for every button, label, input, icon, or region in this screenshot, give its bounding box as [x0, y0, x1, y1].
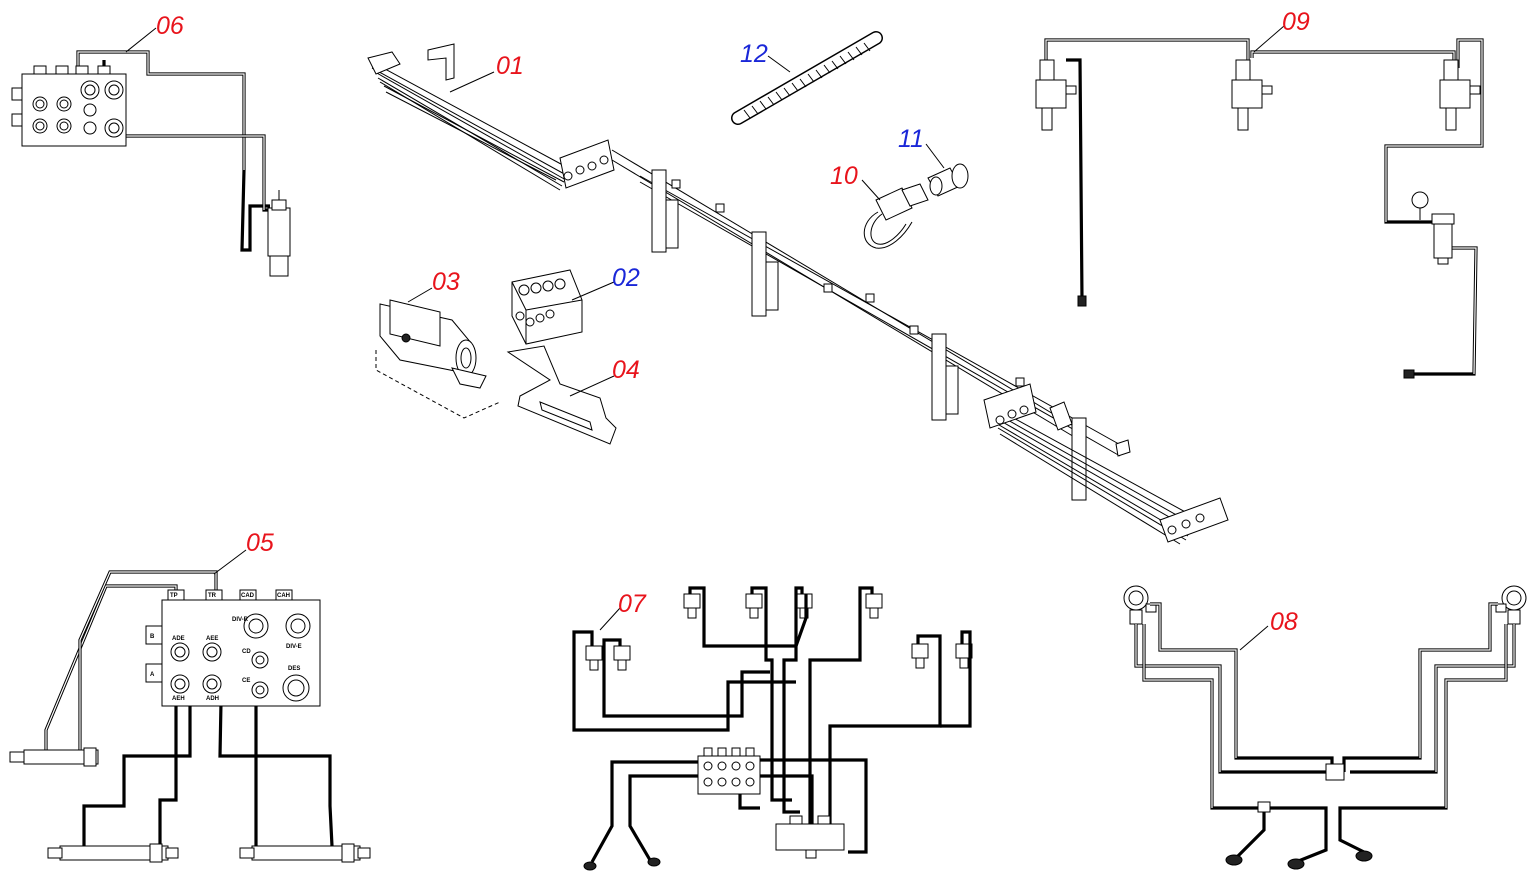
manifold-05-label-tr: TR [208, 593, 217, 599]
solenoid-valve-2 [1231, 59, 1273, 131]
boom-clamps [671, 179, 1025, 387]
boom-hose-bundle-right [983, 383, 1229, 545]
callout-11: 11 [898, 125, 924, 153]
manifold-05-label-aeh: AEH [172, 696, 185, 702]
assembly-05-manifold-cylinders: TP TR CAD CAH ADE AEE DIV-R DIV-E CD AEH… [9, 570, 371, 863]
callout-12: 12 [740, 40, 768, 68]
manifold-05-label-cah: CAH [277, 593, 290, 599]
callout-10: 10 [830, 162, 858, 190]
pump-07 [775, 823, 845, 851]
pressure-gauge [1411, 191, 1429, 220]
cylinder-05-left [9, 747, 99, 767]
callout-09: 09 [1282, 8, 1310, 36]
boom-hose-bundle-left [367, 43, 615, 191]
cylinder-05-bottom-2 [239, 843, 371, 863]
manifold-05-label-cd: CD [242, 649, 251, 655]
callout-04: 04 [612, 356, 640, 384]
callout-leaders [125, 25, 1285, 651]
cylinder-06 [267, 207, 291, 257]
manifold-05-label-aee: AEE [206, 636, 218, 642]
solenoid-08-left [1123, 585, 1157, 625]
boom-hangers [651, 169, 1087, 501]
part-10-coupler-male [863, 183, 929, 249]
assembly-08-solenoids-tee [1123, 585, 1527, 870]
part-12-spiral-wrap [731, 31, 883, 125]
manifold-05-ports [170, 613, 311, 702]
manifold-05-label-ce: CE [242, 678, 250, 684]
callout-02: 02 [612, 264, 640, 292]
assembly-07-distributor-sensors [572, 586, 973, 871]
manifold-05-label-adh: ADH [206, 696, 219, 702]
callout-01: 01 [496, 52, 524, 80]
line-filter [1431, 213, 1455, 265]
assembly-06-manifold-cylinder [11, 50, 291, 277]
part-04-bracket [506, 345, 617, 445]
manifold-05-port-a: A [150, 672, 155, 678]
callout-08: 08 [1270, 608, 1298, 636]
manifold-05-label-div-e: DIV-E [286, 644, 302, 650]
callout-03: 03 [432, 268, 460, 296]
manifold-05-label-des: DES [288, 666, 300, 672]
solenoid-valve-3 [1439, 59, 1481, 131]
tee-fitting-08 [1325, 763, 1345, 781]
callout-05: 05 [246, 529, 274, 557]
manifold-05-label-div-r: DIV-R [232, 617, 249, 623]
part-03-pump [375, 299, 501, 419]
manifold-05-port-b: B [150, 634, 155, 640]
part-11-coupler-female [927, 163, 969, 197]
assembly-01-boom [367, 43, 1229, 545]
callout-06: 06 [156, 12, 184, 40]
part-02-valve-block [511, 269, 583, 345]
callouts: 01 02 03 04 05 06 07 08 09 10 11 12 [156, 8, 1310, 636]
solenoid-08-right [1495, 585, 1527, 625]
solenoid-valve-1 [1035, 59, 1077, 131]
callout-07: 07 [618, 590, 647, 618]
manifold-05-label-cad: CAD [241, 593, 255, 599]
manifold-05-label-ade: ADE [172, 636, 185, 642]
manifold-06-ports [11, 65, 124, 138]
assembly-09-valves-filter [1035, 38, 1484, 379]
sensor-connectors-07 [585, 593, 973, 671]
cylinder-05-bottom-1 [47, 843, 179, 863]
manifold-05-label-tp: TP [170, 593, 178, 599]
